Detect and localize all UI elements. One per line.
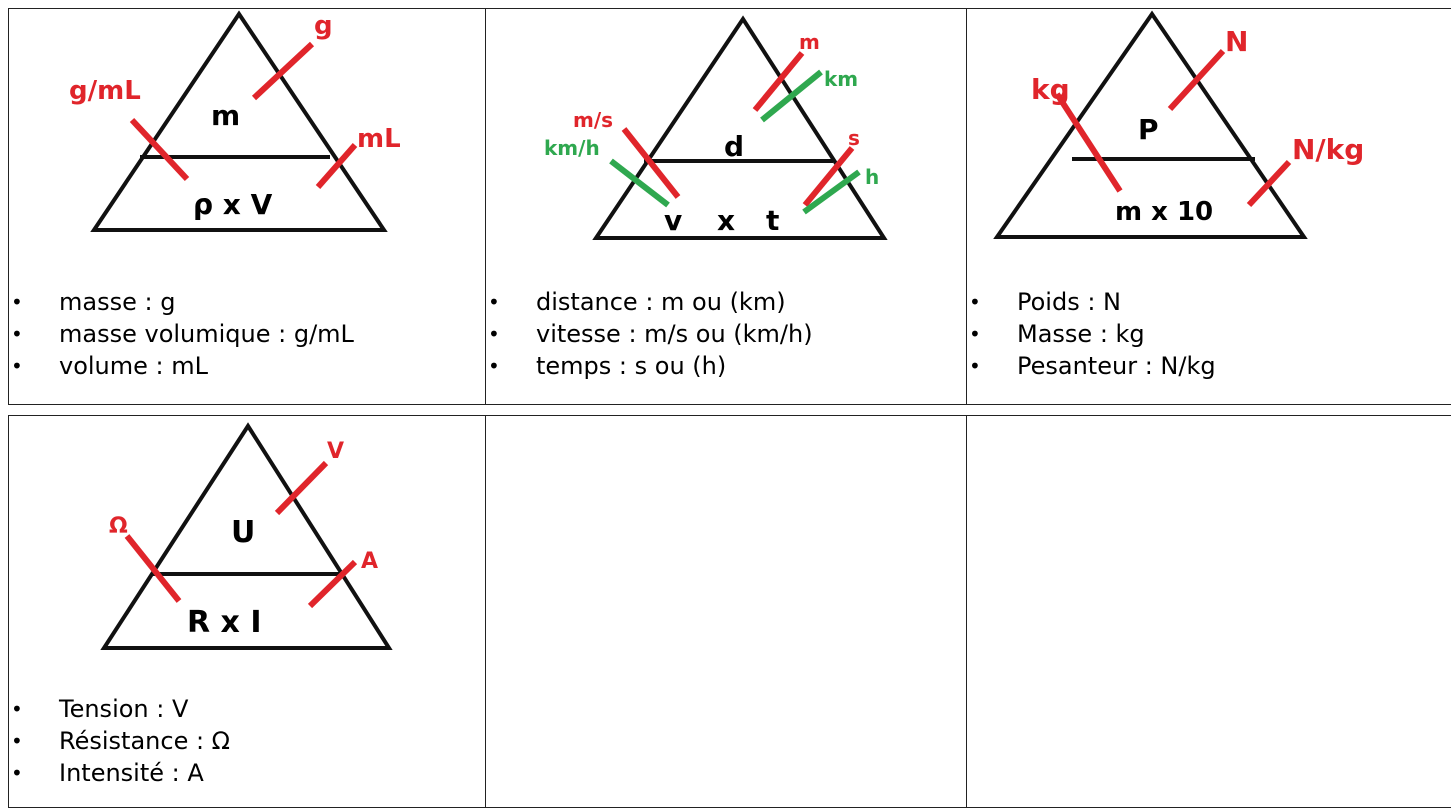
red-mark-left (124, 534, 182, 603)
red-mark-top (1167, 48, 1226, 112)
red-mark-top (251, 41, 315, 101)
red-mark-left (1054, 92, 1123, 193)
cell-empty-2 (966, 415, 1451, 808)
unit-label-right: mL (357, 124, 401, 154)
list-item: •Pesanteur : N/kg (969, 352, 1216, 380)
cell-weight: P m x 10 N kg N/kg •Poids : N •Masse : k… (966, 8, 1451, 405)
bottom-variable-t: t (766, 204, 779, 237)
bottom-expression: R x I (187, 605, 262, 640)
formula-table-row-2: U R x I V Ω A •Tension : V •Résistance :… (8, 415, 1451, 808)
triangle-outline (100, 422, 393, 650)
speed-unit-list: •distance : m ou (km) •vitesse : m/s ou … (486, 286, 813, 382)
unit-label-top: V (327, 439, 344, 464)
top-variable: U (231, 515, 255, 550)
unit-label-left: kg (1031, 73, 1070, 106)
red-mark-left (129, 117, 190, 182)
cell-ohm: U R x I V Ω A •Tension : V •Résistance :… (8, 415, 486, 808)
list-item: •masse volumique : g/mL (11, 320, 354, 348)
unit-label-s: s (848, 126, 860, 150)
unit-label-m: m (799, 30, 820, 54)
red-mark-top (752, 51, 805, 112)
cell-density: m ρ x V g g/mL mL •masse : g •masse volu… (8, 8, 486, 405)
green-mark-right (802, 169, 861, 215)
list-item: •Poids : N (969, 288, 1122, 316)
red-mark-right (1246, 159, 1292, 208)
list-item: •Résistance : Ω (11, 727, 231, 755)
list-item: •volume : mL (11, 352, 209, 380)
red-mark-left (621, 127, 681, 199)
list-item: •Masse : kg (969, 320, 1145, 348)
list-item: •vitesse : m/s ou (km/h) (488, 320, 813, 348)
green-mark-top (760, 69, 823, 123)
weight-triangle-diagram: P m x 10 N kg N/kg (993, 10, 1364, 239)
ohm-triangle-diagram: U R x I V Ω A (100, 422, 393, 650)
list-item: •temps : s ou (h) (488, 352, 727, 380)
unit-label-top: N (1225, 25, 1248, 58)
bottom-expression: ρ x V (193, 188, 273, 221)
formula-table-row-1: m ρ x V g g/mL mL •masse : g •masse volu… (8, 8, 1451, 405)
unit-label-right: A (361, 549, 378, 574)
triangle-outline (90, 10, 388, 232)
bottom-expression: m x 10 (1115, 197, 1213, 227)
density-unit-list: •masse : g •masse volumique : g/mL •volu… (9, 286, 354, 382)
unit-label-top: g (314, 11, 333, 41)
list-item: •Intensité : A (11, 759, 204, 787)
weight-unit-list: •Poids : N •Masse : kg •Pesanteur : N/kg (967, 286, 1216, 382)
density-triangle-diagram: m ρ x V g g/mL mL (69, 10, 401, 232)
red-mark-right (307, 559, 358, 609)
list-item: •distance : m ou (km) (488, 288, 786, 316)
cell-speed: d v x t m km m/s km/h s h •distance : m … (485, 8, 967, 405)
list-item: •masse : g (11, 288, 176, 316)
unit-label-h: h (865, 165, 879, 189)
red-mark-right (315, 143, 358, 189)
green-mark-left (609, 158, 670, 208)
red-mark-top (274, 460, 329, 516)
unit-label-km-per-h: km/h (544, 136, 600, 160)
list-item: •Tension : V (11, 695, 189, 723)
top-variable: m (211, 99, 240, 132)
unit-label-left: g/mL (69, 76, 141, 106)
unit-label-right: N/kg (1292, 133, 1364, 166)
top-variable: P (1138, 113, 1159, 146)
bottom-variable-v: v (664, 204, 682, 237)
speed-triangle-diagram: d v x t m km m/s km/h s h (544, 15, 888, 240)
top-variable: d (724, 130, 744, 163)
unit-label-left: Ω (109, 514, 128, 539)
triangle-outline (592, 15, 888, 240)
unit-label-km: km (824, 67, 858, 91)
cell-empty-1 (485, 415, 967, 808)
ohm-unit-list: •Tension : V •Résistance : Ω •Intensité … (9, 693, 230, 789)
bottom-times: x (717, 204, 735, 237)
unit-label-m-per-s: m/s (573, 108, 613, 132)
red-mark-right (802, 146, 855, 207)
